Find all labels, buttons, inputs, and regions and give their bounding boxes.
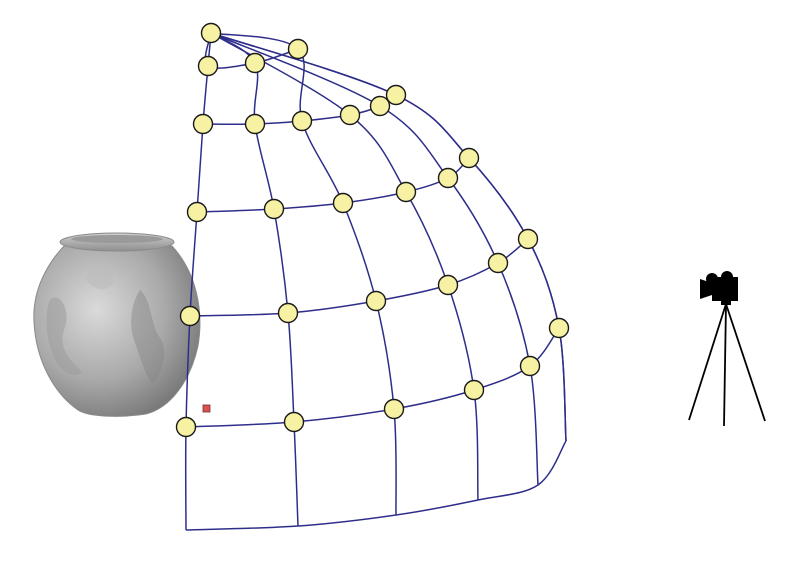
control-point-node (463, 379, 485, 401)
grid-column-line (210, 32, 479, 501)
grid-row-line (189, 238, 529, 317)
vase-shading (131, 290, 165, 384)
control-point-node (186, 201, 208, 223)
control-point-node (200, 22, 222, 44)
control-point-node (385, 84, 407, 106)
control-point-node (291, 110, 313, 132)
control-point-node (179, 305, 201, 327)
tripod-leg (688, 303, 727, 421)
control-point-node (197, 55, 219, 77)
control-point-node (365, 290, 387, 312)
control-point-node (437, 167, 459, 189)
control-point-node (548, 317, 570, 339)
control-point-node (283, 411, 305, 433)
grid-row-line (204, 32, 299, 69)
control-point-node (487, 252, 509, 274)
control-point-node (277, 302, 299, 324)
vase-shading (46, 297, 82, 376)
control-point-node (244, 113, 266, 135)
grid-column-line (210, 32, 397, 516)
grid-column-line (210, 32, 299, 527)
control-point-node (263, 198, 285, 220)
tripod-leg (725, 303, 766, 422)
control-point-node (517, 228, 539, 250)
target-marker (202, 404, 211, 413)
grid-row-line (185, 440, 567, 531)
camera-reel (706, 273, 718, 285)
tripod-leg (723, 303, 727, 427)
control-point-node (519, 355, 541, 377)
control-point-node (244, 52, 266, 74)
control-point-node (458, 147, 480, 169)
control-point-node (395, 181, 417, 203)
vase-shading (86, 266, 114, 290)
video-camera-on-tripod-icon (688, 271, 766, 427)
tripod-head (721, 300, 731, 305)
control-point-node (332, 192, 354, 214)
grid-nodes (175, 22, 570, 438)
grid-row-line (185, 327, 560, 428)
vase-mouth (71, 235, 163, 243)
control-point-node (287, 38, 309, 60)
control-point-node (383, 398, 405, 420)
vase (33, 232, 201, 417)
camera-reel (721, 271, 733, 283)
control-point-node (192, 113, 214, 135)
control-point-node (175, 416, 197, 438)
control-point-node (437, 274, 459, 296)
control-point-node (339, 104, 361, 126)
control-point-node (369, 95, 391, 117)
